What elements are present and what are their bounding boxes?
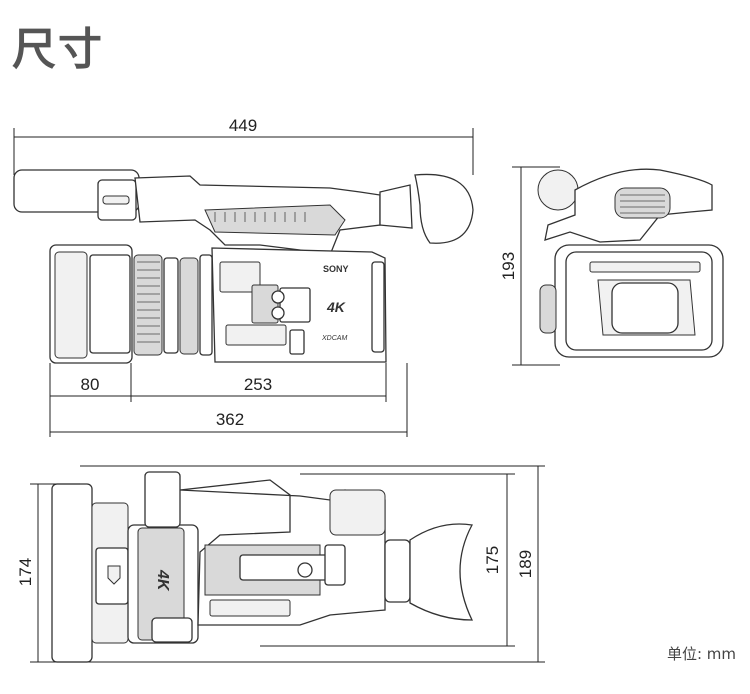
format-mark: 4K bbox=[326, 299, 346, 315]
dimension-193: 193 bbox=[499, 166, 560, 366]
page-title: 尺寸 bbox=[12, 24, 104, 75]
dimension-175: 175 bbox=[260, 473, 515, 647]
model-mark: XDCAM bbox=[321, 335, 347, 342]
dimension-174: 174 bbox=[16, 483, 80, 663]
dimension-449: 449 bbox=[13, 116, 474, 175]
dim-label-253: 253 bbox=[244, 375, 272, 394]
dim-label-175: 175 bbox=[483, 546, 502, 574]
dimension-80-253: 80 253 bbox=[49, 363, 387, 437]
camera-top-view: 4K bbox=[51, 471, 474, 663]
dim-label-449: 449 bbox=[229, 116, 257, 135]
unit-label: 单位: mm bbox=[666, 645, 736, 663]
dimension-362: 362 bbox=[50, 363, 408, 437]
dim-label-362: 362 bbox=[216, 410, 244, 429]
dim-label-189: 189 bbox=[516, 550, 535, 578]
dim-label-80: 80 bbox=[81, 375, 100, 394]
top-format-mark: 4K bbox=[154, 569, 171, 592]
dim-label-174: 174 bbox=[16, 558, 35, 586]
brand-mark: SONY bbox=[323, 264, 349, 274]
dim-label-193: 193 bbox=[499, 252, 518, 280]
camera-front-view bbox=[537, 168, 724, 358]
camera-side-view: SONY 4K XDCAM bbox=[13, 169, 474, 364]
dimension-189: 189 bbox=[80, 465, 545, 663]
